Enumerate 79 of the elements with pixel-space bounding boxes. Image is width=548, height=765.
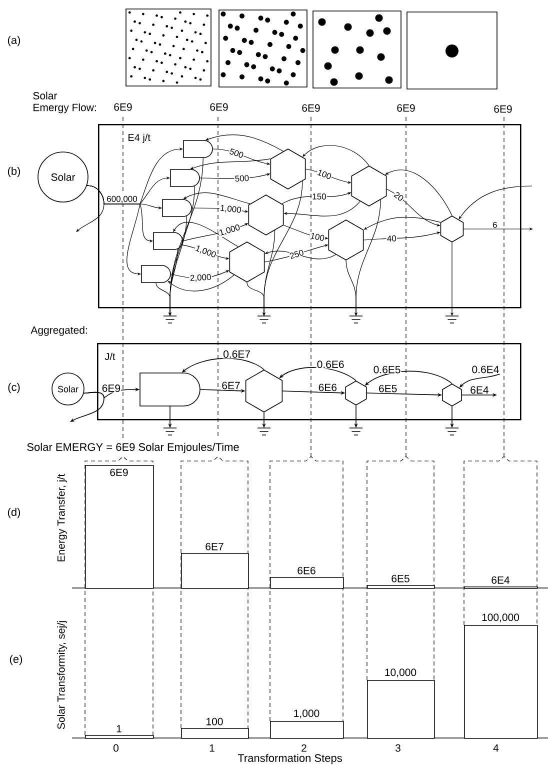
edge-label: 500 xyxy=(234,174,250,182)
panel-letter: (a) xyxy=(8,36,20,46)
hexagon-symbol xyxy=(442,384,462,406)
ground-symbol xyxy=(445,316,459,324)
axis-title: Solar Transformity, sej/j xyxy=(57,621,67,730)
flow-arrow xyxy=(156,282,172,316)
value-label: 10,000 xyxy=(385,668,416,678)
flow-arrow xyxy=(458,186,532,220)
producer-symbol xyxy=(183,140,213,158)
edge-label: 20 xyxy=(392,190,406,203)
hexagon-symbol xyxy=(270,148,306,190)
producer-symbol xyxy=(140,372,200,406)
flow-value: 6E9 xyxy=(210,103,228,111)
row-label: Solar Emergy Flow: xyxy=(33,92,96,114)
hexagon-symbol xyxy=(229,242,265,282)
ground-symbol xyxy=(163,316,177,324)
hexagon-symbol xyxy=(245,370,283,412)
note-text: Solar EMERGY = 6E9 Solar Emjoules/Time xyxy=(27,442,239,454)
ground-symbol xyxy=(349,428,363,436)
ground-symbol xyxy=(349,316,363,324)
producer-symbol xyxy=(162,199,192,217)
edge-label: 0.6E4 xyxy=(471,365,500,374)
hexagon-symbol xyxy=(440,216,464,242)
row-label: Aggregated: xyxy=(30,326,87,336)
edge-label: 6E7 xyxy=(221,381,241,390)
flow-arrow xyxy=(173,222,238,247)
value-label: 100,000 xyxy=(482,614,520,622)
ground-symbol xyxy=(257,316,271,324)
ground-symbol xyxy=(257,428,271,436)
flow-arrow xyxy=(385,170,452,216)
value-label: 6E5 xyxy=(392,574,410,582)
edge-label: 1,000 xyxy=(218,223,242,238)
edge-label: 6E4 xyxy=(470,386,490,394)
edge-label: 150 xyxy=(312,192,327,200)
edge-label: 6E6 xyxy=(318,383,338,392)
producer-symbol xyxy=(141,265,171,283)
flow-arrow xyxy=(76,185,104,232)
edge-label: 6E9 xyxy=(101,384,122,393)
hexagon-symbol xyxy=(328,220,364,260)
hexagon-symbol xyxy=(345,380,367,406)
edge-label: 6 xyxy=(492,221,498,228)
value-label: 1,000 xyxy=(294,710,320,718)
edge-label: 100 xyxy=(309,232,326,242)
edge-label: 0.6E6 xyxy=(316,360,345,369)
edge-label: 0.6E7 xyxy=(222,350,252,358)
ground-symbol xyxy=(445,428,459,436)
ground-symbol xyxy=(163,428,177,436)
flow-arrow xyxy=(346,260,358,316)
edge-label: 1,000 xyxy=(194,244,218,260)
flow-value: 6E9 xyxy=(114,103,132,111)
value-label: 100 xyxy=(206,718,223,726)
hexagon-symbol xyxy=(248,194,284,236)
edge-label: 6E5 xyxy=(378,384,398,393)
hexagon-symbol xyxy=(351,166,387,206)
panel-letter: (d) xyxy=(8,508,20,518)
edge-label: 40 xyxy=(386,234,398,242)
panel-letter: (e) xyxy=(10,654,22,666)
producer-symbol xyxy=(153,232,183,250)
edge-label: 100 xyxy=(316,168,333,180)
edge-label: 500 xyxy=(228,147,245,160)
value-label: 6E6 xyxy=(298,566,316,574)
value-label: 6E4 xyxy=(492,576,510,584)
bar: 6E9 xyxy=(85,465,154,589)
edge-label: 2,000 xyxy=(189,273,212,283)
edge-label: 250 xyxy=(288,248,306,260)
edge-label: 1,000 xyxy=(219,204,242,215)
panel-letter: (b) xyxy=(8,166,20,178)
flow-value: 6E9 xyxy=(302,104,320,112)
value-label: 1 xyxy=(116,725,122,732)
value-label: 6E7 xyxy=(206,542,224,550)
panel-letter: (c) xyxy=(8,382,20,394)
flow-value: 6E9 xyxy=(494,105,512,113)
flow-value: 6E9 xyxy=(397,104,415,112)
axis-title: Transformation Steps xyxy=(238,754,342,764)
flow-arrow xyxy=(246,282,266,316)
edge-label: 600,000 xyxy=(106,195,138,204)
edge-label: 0.6E5 xyxy=(372,365,402,374)
axis-title: Energy Transfer, j/t xyxy=(57,474,67,562)
producer-symbol xyxy=(170,169,200,187)
